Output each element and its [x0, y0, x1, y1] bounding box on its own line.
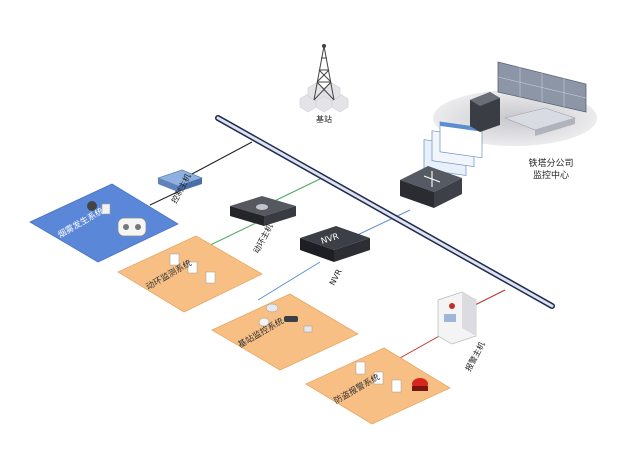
center-label-line1: 铁塔分公司 — [528, 157, 573, 169]
smoke-system-panel: 烟雾发生系统 — [29, 183, 179, 263]
nvr-device: NVR NVR — [300, 226, 370, 287]
control-host: 控制主机 — [157, 169, 203, 205]
siren-icon — [412, 378, 428, 391]
center-label-line2: 监控中心 — [533, 169, 569, 181]
hexagon-platform — [299, 82, 349, 113]
env-monitor-panel: 动环监测系统 — [117, 235, 263, 313]
env-host: 动环主机 — [230, 196, 296, 255]
sensor-icons — [169, 253, 216, 284]
monitoring-center: 铁塔分公司 监控中心 — [423, 61, 597, 181]
base-station-label: 基站 — [316, 114, 332, 124]
link-nvr-to-orange-2 — [257, 261, 321, 301]
base-station: 基站 — [299, 43, 349, 124]
tower-icon — [313, 43, 335, 101]
console-desk — [504, 107, 576, 136]
video-wall — [497, 61, 587, 113]
camera-icons — [258, 303, 313, 333]
base-monitor-panel: 基站监控系统 — [211, 293, 359, 371]
alarm-sensor-icons — [355, 361, 402, 393]
theft-alarm-panel: 防盗报警系统 — [305, 347, 451, 425]
env-host-label: 动环主机 — [251, 222, 275, 255]
core-switch — [400, 166, 462, 208]
switch-arrows-icon — [423, 171, 441, 187]
software-screens — [423, 121, 483, 176]
nvr-label: NVR — [328, 267, 344, 287]
server-rack — [470, 92, 500, 132]
alarm-host-label: 报警主机 — [463, 340, 487, 373]
alarm-host: 报警主机 — [437, 291, 487, 373]
backbone-bus — [215, 115, 555, 309]
smoke-devices — [87, 201, 147, 237]
